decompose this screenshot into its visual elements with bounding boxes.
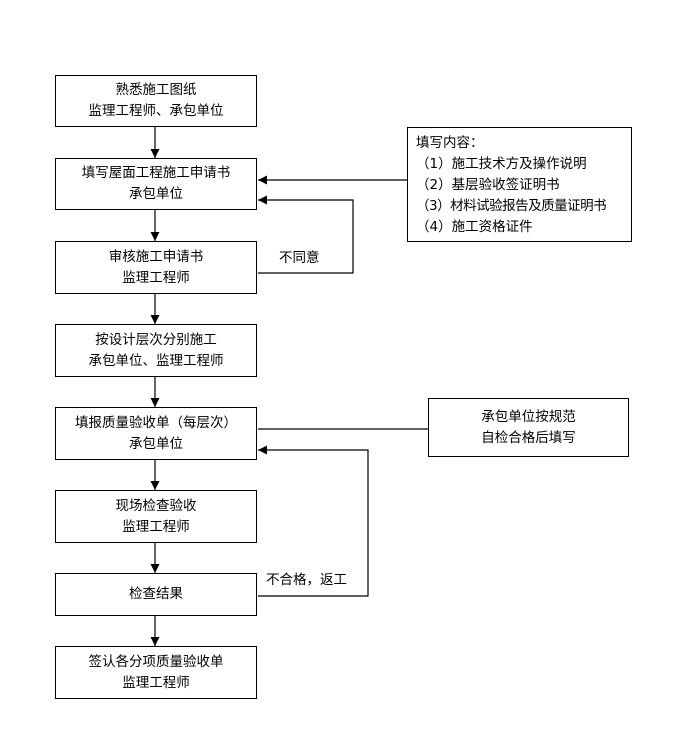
step-3-line1: 审核施工申请书 [108, 248, 204, 265]
step-8-line2: 监理工程师 [122, 674, 190, 691]
step-5-line2: 承包单位 [129, 435, 183, 452]
arrow-rework-loop [258, 445, 369, 597]
fill-content-item: （2）基层验收签证明书 [416, 177, 560, 193]
step-construct-by-layer: 按设计层次分别施工 承包单位、监理工程师 [55, 324, 257, 377]
step-4-line1: 按设计层次分别施工 [95, 331, 217, 348]
step-3-line2: 监理工程师 [122, 269, 190, 286]
step-5-line1: 填报质量验收单（每层次） [75, 414, 237, 431]
fill-content-item: （1）施工技术方及操作说明 [416, 156, 587, 172]
step-1-line2: 监理工程师、承包单位 [88, 103, 224, 119]
step-site-inspection: 现场检查验收 监理工程师 [55, 490, 257, 543]
step-inspection-result: 检查结果 [55, 573, 257, 616]
step-4-line2: 承包单位、监理工程师 [88, 352, 224, 369]
rework-label: 不合格，返工 [266, 572, 347, 588]
step-1-line1: 熟悉施工图纸 [115, 82, 197, 98]
step-7-line1: 检查结果 [129, 586, 183, 602]
step-6-line1: 现场检查验收 [115, 497, 197, 514]
step-familiarize-drawings: 熟悉施工图纸 监理工程师、承包单位 [55, 75, 257, 127]
step-submit-acceptance-form: 填报质量验收单（每层次） 承包单位 [55, 407, 257, 460]
step-sign-acceptance: 签认各分项质量验收单 监理工程师 [55, 646, 257, 699]
disagree-label: 不同意 [279, 250, 320, 266]
step-6-line2: 监理工程师 [122, 518, 190, 535]
fill-rule-line2: 自检合格后填写 [481, 429, 576, 446]
step-8-line1: 签认各分项质量验收单 [88, 653, 224, 670]
fill-content-note: 填写内容： （1）施工技术方及操作说明 （2）基层验收签证明书 （3）材料试验报… [407, 127, 632, 242]
arrow-disagree-loop [258, 195, 354, 274]
fill-rule-note: 承包单位按规范 自检合格后填写 [428, 398, 629, 457]
fill-content-title: 填写内容： [416, 135, 484, 151]
fill-content-item: （4）施工资格证件 [416, 219, 533, 235]
step-2-line2: 承包单位 [129, 186, 183, 202]
step-review-application: 审核施工申请书 监理工程师 [55, 241, 257, 294]
step-fill-application: 填写屋面工程施工申请书 承包单位 [55, 158, 257, 210]
fill-rule-line1: 承包单位按规范 [481, 408, 576, 425]
fill-content-item: （3）材料试验报告及质量证明书 [416, 198, 607, 214]
step-2-line1: 填写屋面工程施工申请书 [81, 165, 231, 181]
